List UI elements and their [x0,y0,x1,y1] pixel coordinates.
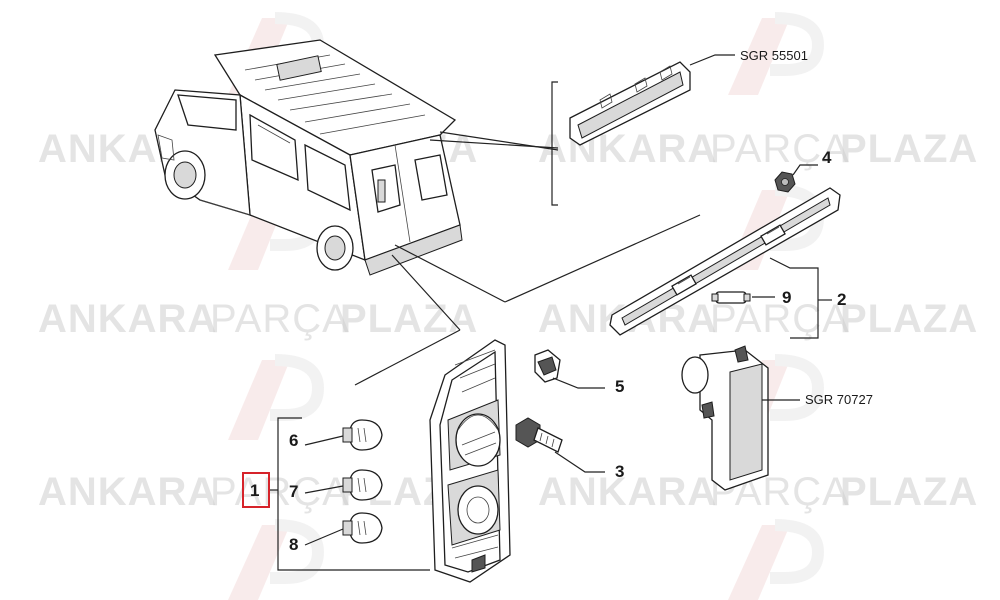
callout-9: 9 [782,288,791,307]
callout-3: 3 [615,462,624,481]
watermark-word: PLAZA [840,297,978,341]
reference-label-top: SGR 55501 [740,48,808,63]
part-4-nut [774,164,818,193]
watermark-word: PLAZA [840,127,978,171]
van-illustration [154,39,463,276]
part-2-plate-light-strip [609,187,841,339]
callout-8: 8 [289,535,298,554]
callout-2: 2 [837,290,846,309]
reference-label-side: SGR 70727 [805,392,873,407]
watermark-word: ANKARA [538,470,717,514]
part-1-rear-lamp [429,339,511,583]
part-9-festoon-bulb [711,291,775,304]
side-marker-light [681,345,800,491]
watermark-logo [728,519,825,600]
highlight-box-part-1[interactable] [242,472,270,508]
watermark-text-row: ANKARA PARÇA PLAZA ANKARA PARÇA PLAZA [38,297,978,341]
watermark-word: PARÇA [710,127,850,171]
watermark-word: PARÇA [210,297,350,341]
callout-6: 6 [289,431,298,450]
callout-5: 5 [615,377,624,396]
part-7-bulb [304,469,383,501]
watermark-word: ANKARA [538,127,717,171]
watermark-word: ANKARA [38,470,217,514]
callout-7: 7 [289,482,298,501]
part-6-bulb [304,419,383,451]
part-3-bolt [515,417,605,473]
callout-4: 4 [822,148,832,167]
watermark-word: PARÇA [210,470,350,514]
callout-1[interactable]: 1 [250,481,259,500]
part-8-bulb [304,512,383,546]
leader-lines [354,81,701,386]
watermark-logo [228,354,325,440]
part-5-clip [534,349,605,389]
watermark-word: PLAZA [340,297,478,341]
watermark-logo [728,12,825,95]
watermark-word: ANKARA [38,297,217,341]
watermark-word: PARÇA [710,297,850,341]
third-brake-light [569,54,735,146]
watermark-word: PLAZA [840,470,978,514]
watermark-logo [228,519,325,600]
